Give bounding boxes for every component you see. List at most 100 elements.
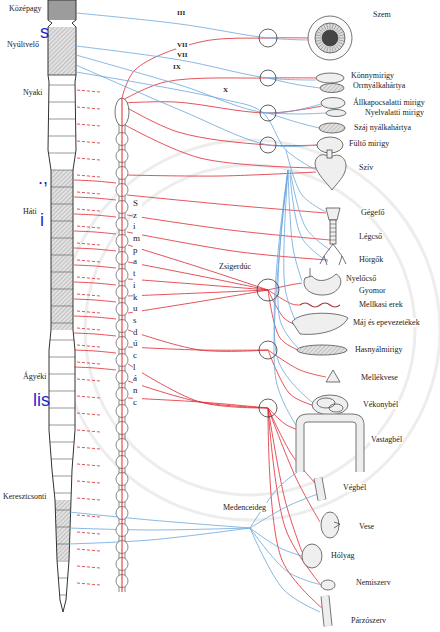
ramus-stub <box>77 90 100 92</box>
ramus-stub <box>77 430 100 432</box>
organ-label: Mellékvese <box>360 373 399 382</box>
organ-label: Száj nyálkahártya <box>353 123 412 132</box>
sympathetic-nerve <box>268 290 296 325</box>
adrenal-gland <box>326 370 340 382</box>
sympathetic-nerve <box>268 290 300 305</box>
iris-fiber <box>323 46 326 51</box>
ramus-stub <box>77 362 100 364</box>
ganglion-circle <box>259 341 277 359</box>
splanchnic-nerve <box>128 398 268 408</box>
iris-fiber <box>336 26 340 31</box>
organ-label: Vese <box>358 522 375 531</box>
penis-wall <box>325 596 328 626</box>
cord-segment-line <box>40 153 85 154</box>
pelvic-nerve <box>250 528 302 556</box>
oral-mucosa <box>319 123 345 133</box>
sympathetic-nerve <box>268 408 322 608</box>
splanchnic-nerve <box>128 290 268 313</box>
iris-fiber <box>337 29 342 33</box>
vagus-branch <box>290 170 330 250</box>
preganglionic-fiber <box>74 299 116 302</box>
preganglionic-fiber <box>74 214 116 217</box>
cord-segment-line <box>40 459 85 460</box>
ramus-stub <box>77 532 100 534</box>
parasympathetic-nerve <box>268 113 326 114</box>
organ-label: Hasnyálmirigy <box>354 345 404 354</box>
region-label: Nyúltvelő <box>6 40 40 49</box>
splanchnic-nerve <box>128 347 268 350</box>
cord-segment-line <box>40 476 85 477</box>
sympathetic-nerve <box>268 408 320 522</box>
ramus-stub <box>77 294 100 296</box>
organ-label: Vékonybél <box>362 400 399 409</box>
trachea-ring <box>330 228 336 229</box>
slide-text-fragment: s <box>40 22 49 43</box>
esophagus <box>310 268 311 277</box>
organ-label: Könnymirigy <box>350 71 395 80</box>
chain-label: Szimpatikus dúclánc <box>133 198 142 408</box>
organ-label: Nyelvalatti mirigy <box>364 108 425 117</box>
ramus-stub <box>77 345 100 347</box>
iris-fiber <box>330 23 331 29</box>
iris-fiber <box>338 31 343 34</box>
preganglionic-fiber <box>74 248 116 251</box>
iris-fiber <box>337 44 342 48</box>
organs <box>292 16 360 626</box>
vagus-branch <box>288 170 302 281</box>
heart-vessel <box>327 150 332 158</box>
rectum <box>318 478 322 500</box>
iris-fiber <box>338 42 343 45</box>
penis <box>325 596 328 626</box>
preganglionic-fiber <box>74 180 116 183</box>
iris-fiber <box>330 47 331 53</box>
ramus-stub <box>77 481 100 483</box>
ganglion-circle <box>260 137 276 153</box>
region-label: Nyaki <box>22 88 44 97</box>
vagus-branch <box>274 170 298 428</box>
ramus-stub <box>77 158 100 160</box>
preganglionic-fiber <box>74 333 116 336</box>
iris-fiber <box>323 24 326 29</box>
midbrain-shading <box>40 0 85 20</box>
larynx <box>326 208 340 220</box>
cranial-nerve-number: X <box>222 86 229 94</box>
iris-fiber <box>315 38 321 39</box>
vagus-nerve <box>76 72 316 170</box>
cord-segment-line <box>40 85 85 86</box>
cranial-nerve-number: VII <box>176 51 189 59</box>
iris-fiber <box>334 46 337 51</box>
sympathetic-nerve <box>122 38 308 98</box>
iris-fiber <box>318 29 323 33</box>
large-intestine <box>300 418 360 472</box>
organ-label: Állkapocsalatti mirigy <box>352 98 426 107</box>
organ-label: Máj és epevezetékek <box>352 318 421 327</box>
ramus-stub <box>77 464 100 466</box>
splanchnic-nerve <box>128 245 268 290</box>
ganglion-circle <box>260 105 276 121</box>
small-intestine <box>312 395 348 415</box>
preganglionic-fiber <box>74 350 116 353</box>
preganglionic-fiber <box>74 282 116 285</box>
iris-fiber <box>321 45 325 50</box>
cord-segment-line <box>40 255 85 256</box>
spinal-cord-outline <box>48 0 76 612</box>
pelvic-nerve <box>250 528 322 585</box>
trachea-ring <box>330 240 336 241</box>
intestine-loop <box>329 404 343 412</box>
ramus-stub <box>77 549 100 551</box>
eye-outer <box>308 16 352 60</box>
ramus-stub <box>77 515 100 517</box>
splanchnic-nerve <box>128 290 268 296</box>
pancreas <box>297 345 347 355</box>
splanchnic-nerve <box>128 381 268 408</box>
preganglionic-fiber <box>74 197 116 200</box>
ramus-stub <box>77 566 100 568</box>
sympathetic-nerve <box>127 215 330 240</box>
cord-segment-line <box>40 204 85 205</box>
large-intestine-wall <box>300 418 360 472</box>
cord-segment-line <box>40 102 85 103</box>
lacrimal-gland <box>316 73 344 83</box>
cranial-nerve-number: VII <box>176 41 189 49</box>
pelvic-nerve <box>69 528 250 530</box>
